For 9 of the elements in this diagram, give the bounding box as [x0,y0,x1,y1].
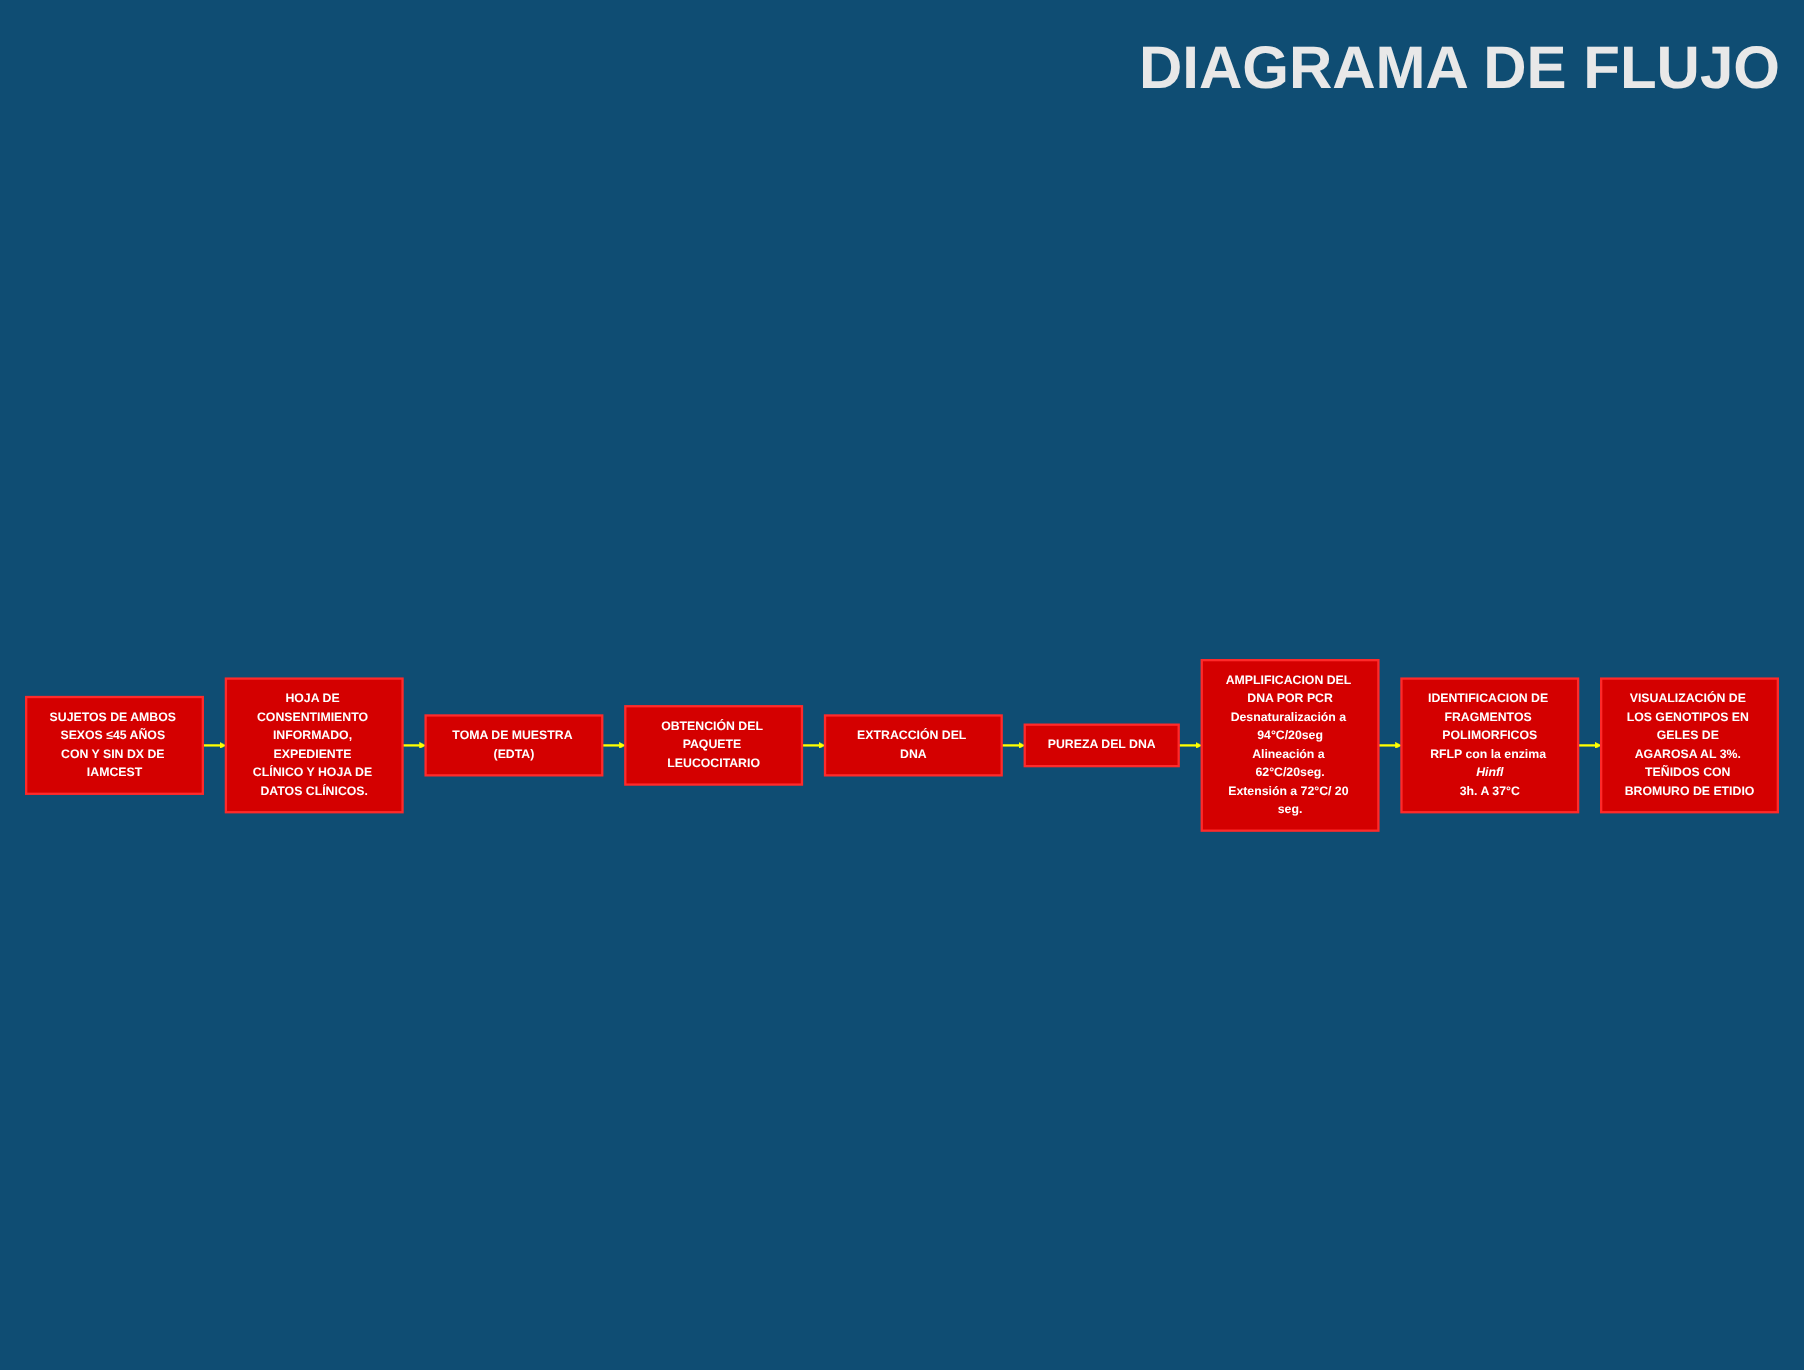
arrow [1001,741,1026,749]
title: DIAGRAMA DE FLUJO [1138,36,1780,104]
arrow [602,741,626,749]
arrow [1178,741,1203,749]
arrow [1578,741,1602,749]
arrow [402,741,426,749]
arrow [202,741,227,749]
arrow [1378,741,1402,749]
arrow [801,741,826,749]
